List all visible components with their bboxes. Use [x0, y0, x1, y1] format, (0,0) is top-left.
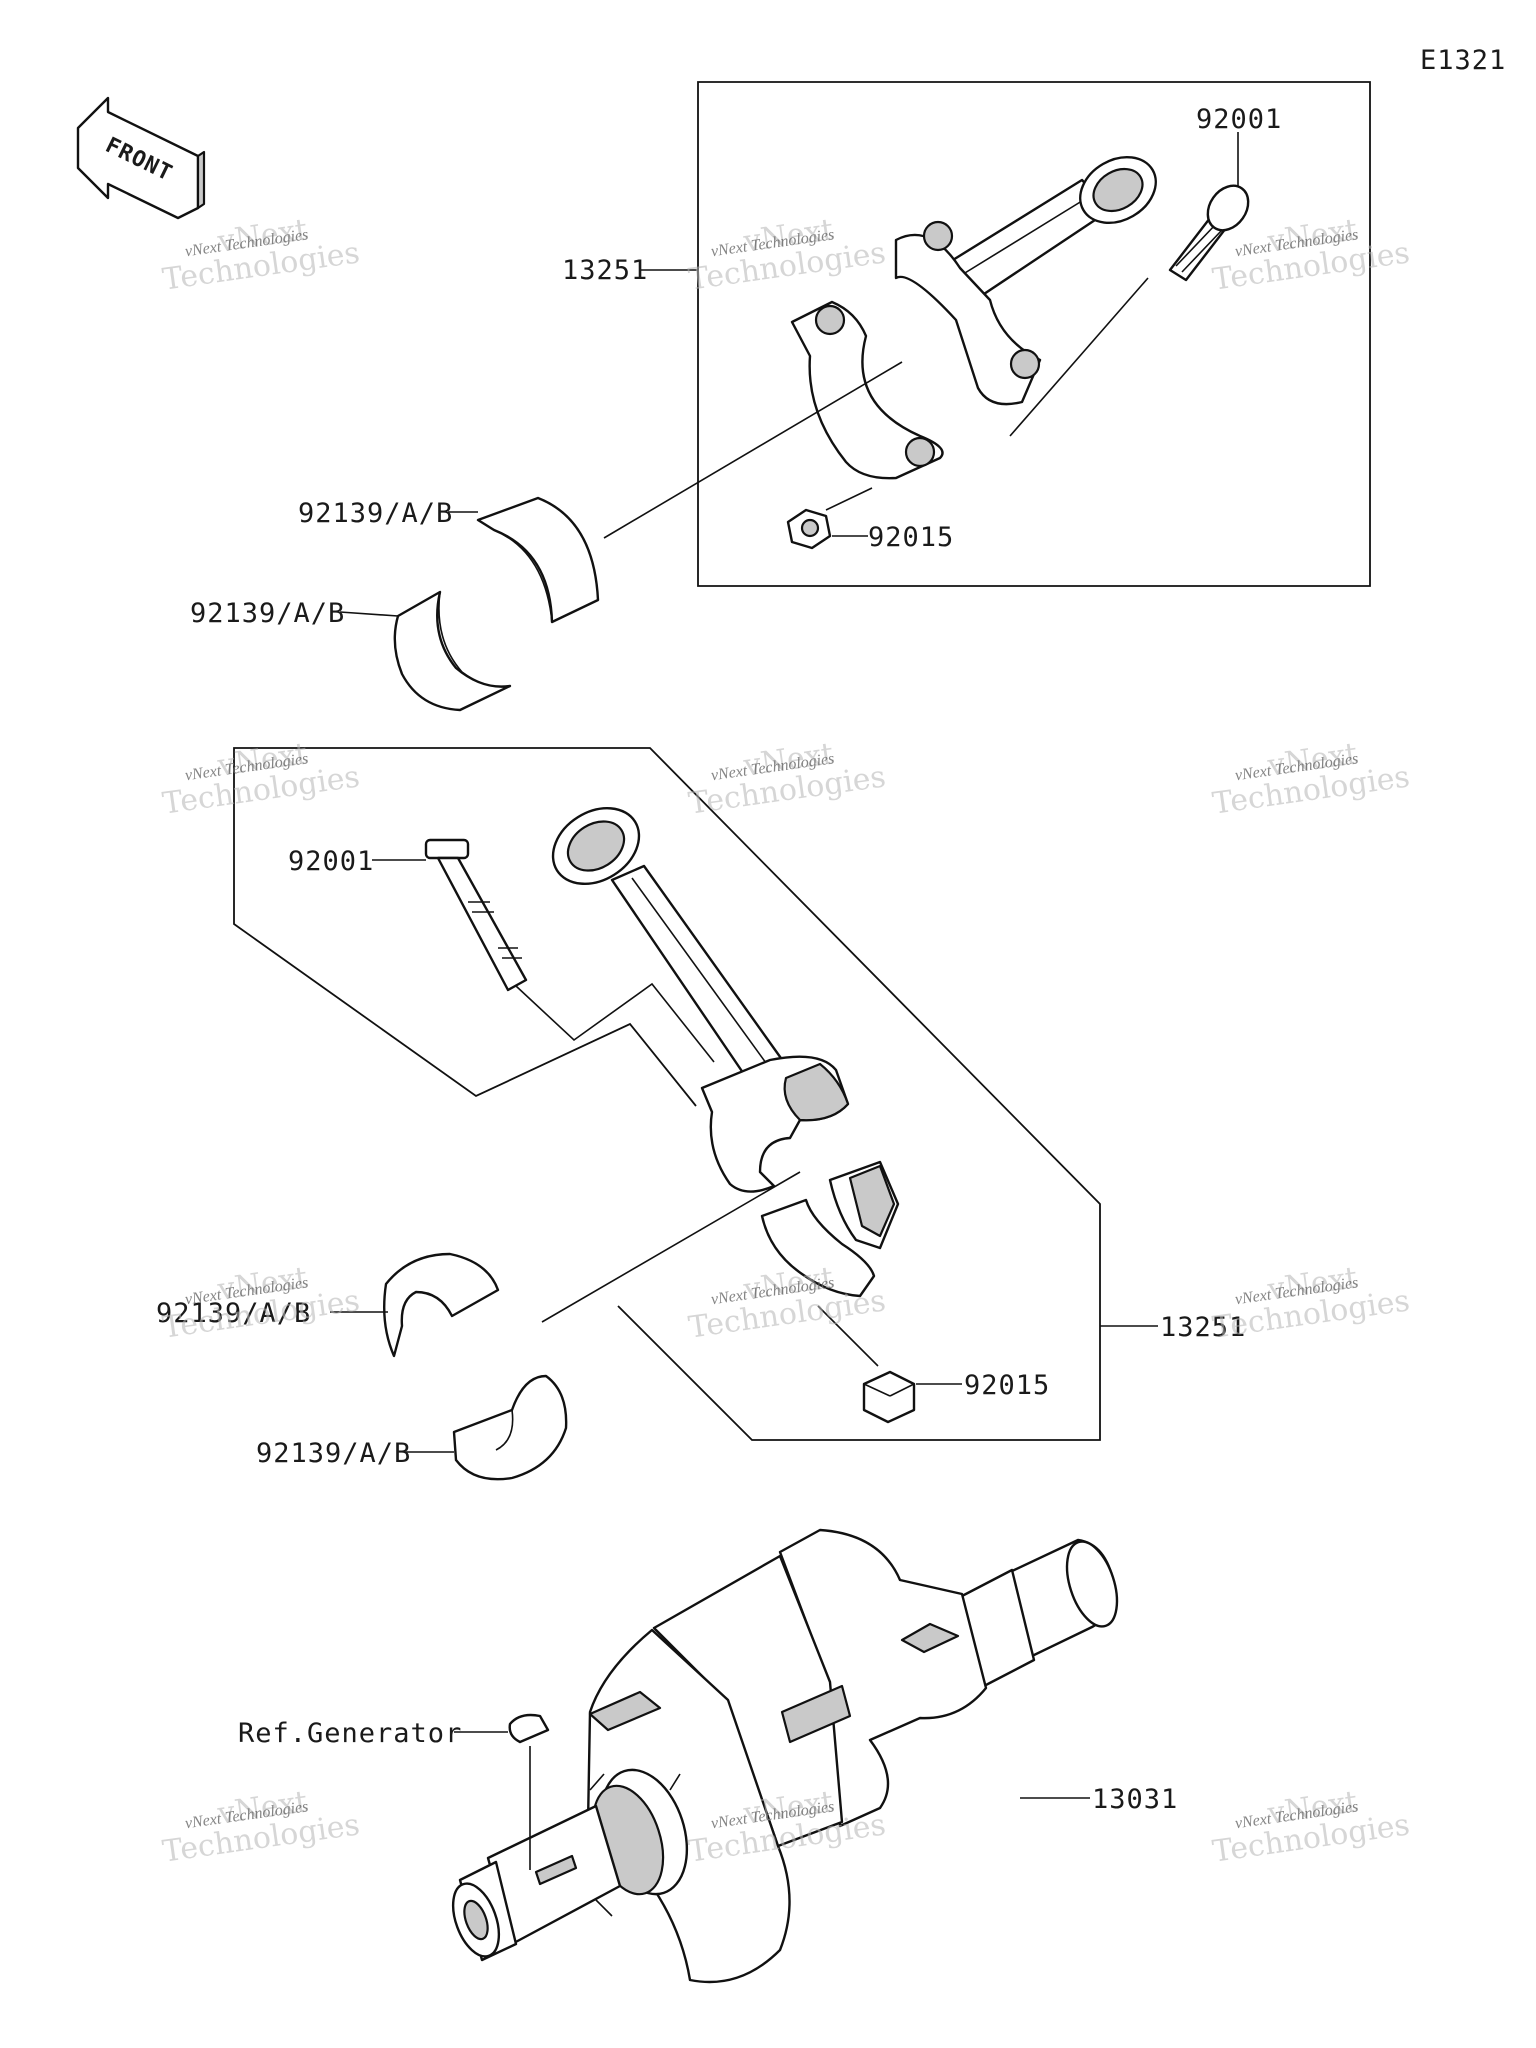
label-top-bearing-lower: 92139/A/B	[190, 598, 345, 629]
watermark-6: Technologies vNext vNext Technologies	[1210, 736, 1411, 821]
watermark-5: Technologies vNext vNext Technologies	[686, 736, 887, 821]
label-top-bolt: 92001	[1196, 104, 1282, 135]
middle-bolt	[424, 838, 528, 992]
top-connecting-rod	[790, 156, 1157, 480]
woodruff-key	[508, 1713, 550, 1744]
label-mid-bolt: 92001	[288, 846, 374, 877]
label-mid-rod-assembly: 13251	[1160, 1312, 1246, 1343]
crankshaft	[451, 1528, 1119, 1984]
top-bolt	[1168, 184, 1250, 282]
label-ref-generator: Ref.Generator	[238, 1718, 462, 1749]
label-mid-bearing-lower: 92139/A/B	[256, 1438, 411, 1469]
watermark-7: Technologies vNext vNext Technologies	[160, 1260, 361, 1345]
watermark-12: Technologies vNext vNext Technologies	[1210, 1784, 1411, 1869]
middle-bearing-lower	[452, 1374, 568, 1481]
label-crankshaft: 13031	[1092, 1784, 1178, 1815]
watermark-4: Technologies vNext vNext Technologies	[160, 736, 361, 821]
middle-connecting-rod	[551, 807, 850, 1193]
label-top-bearing-upper: 92139/A/B	[298, 498, 453, 529]
label-mid-nut: 92015	[964, 1370, 1050, 1401]
label-top-nut: 92015	[868, 522, 954, 553]
label-mid-bearing-upper: 92139/A/B	[156, 1298, 311, 1329]
front-arrow-icon: FRONT	[76, 96, 206, 220]
watermark-2: Technologies vNext vNext Technologies	[686, 212, 887, 297]
label-top-rod-assembly: 13251	[562, 255, 648, 286]
watermark-10: Technologies vNext vNext Technologies	[160, 1784, 361, 1869]
middle-bearing-upper	[383, 1252, 500, 1358]
top-bearing-upper	[476, 496, 600, 624]
watermark-1: Technologies vNext vNext Technologies	[160, 212, 361, 297]
top-nut	[786, 508, 832, 550]
top-assembly-frame	[640, 81, 1371, 587]
diagram-code: E1321	[1420, 45, 1506, 76]
middle-rod-cap	[760, 1160, 900, 1298]
middle-nut	[862, 1370, 916, 1424]
watermark-9: Technologies vNext vNext Technologies	[1210, 1260, 1411, 1345]
top-bearing-lower	[393, 590, 512, 712]
middle-assembly-frame	[233, 747, 1158, 1441]
